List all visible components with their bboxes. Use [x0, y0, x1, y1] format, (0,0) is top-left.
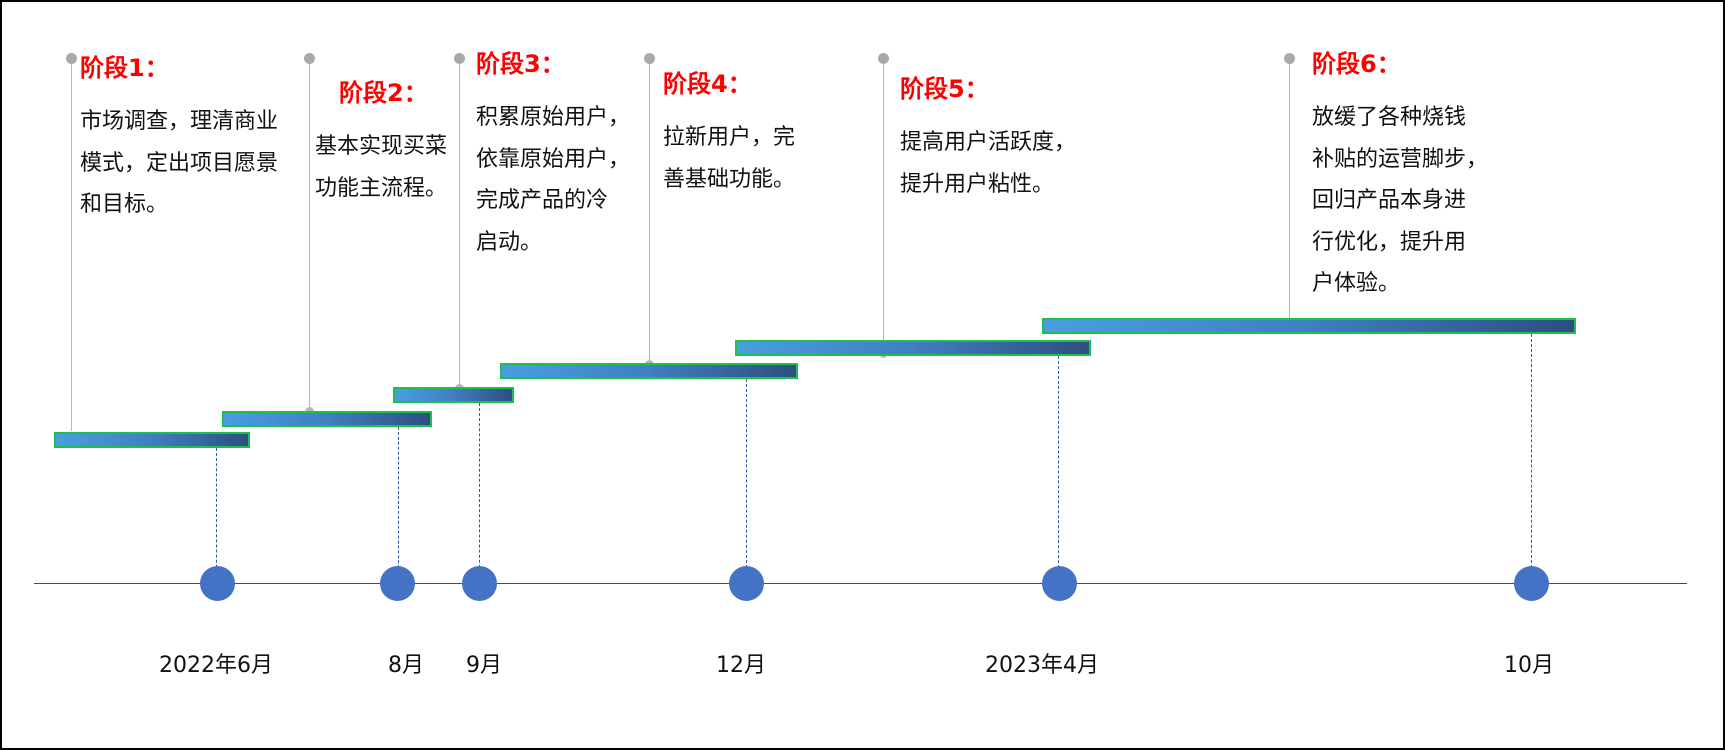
stage-4-stem-dot	[644, 53, 655, 64]
stage-6-line: 放缓了各种烧钱	[1312, 105, 1467, 130]
stage-5-title: 阶段5：	[900, 75, 989, 103]
stage-3-line: 依靠原始用户，	[476, 146, 631, 172]
stage-2-description: 基本实现买菜 功能主流程。	[315, 126, 447, 209]
stage-1-title: 阶段1：	[80, 54, 169, 82]
milestone-3-connector	[479, 403, 480, 583]
stage-4-stem	[649, 58, 650, 365]
stage-4-title: 阶段4：	[663, 70, 752, 98]
stage-2-line: 功能主流程。	[315, 175, 448, 201]
stage-1-stem-dot	[66, 53, 77, 64]
stage-6-line: 补贴的运营脚步，	[1312, 146, 1489, 172]
stage-3-line: 完成产品的冷	[476, 188, 609, 213]
milestone-2-dot	[380, 566, 415, 601]
milestone-5-connector	[1058, 356, 1059, 583]
stage-3-description: 积累原始用户， 依靠原始用户， 完成产品的冷 启动。	[476, 97, 630, 263]
milestone-2-date: 8月	[388, 653, 424, 678]
stage-2-stem	[309, 58, 310, 412]
milestone-3-date: 9月	[466, 653, 502, 678]
stage-3-stem-dot	[454, 53, 465, 64]
milestone-4-date: 12月	[716, 653, 766, 678]
milestone-1-date: 2022年6月	[159, 653, 273, 678]
stage-3-line: 积累原始用户，	[476, 105, 631, 130]
milestone-4-dot	[729, 566, 764, 601]
stage-5-stem	[883, 58, 884, 354]
stage-1-description: 市场调查，理清商业 模式，定出项目愿景 和目标。	[80, 101, 278, 226]
stage-4-description: 拉新用户，完 善基础功能。	[663, 117, 795, 200]
stage-5-line: 提升用户粘性。	[900, 171, 1055, 197]
stage-5-duration-bar	[735, 340, 1091, 356]
stage-1-duration-bar	[54, 432, 250, 448]
stage-2-title: 阶段2：	[339, 79, 428, 107]
stage-5-description: 提高用户活跃度， 提升用户粘性。	[900, 122, 1076, 205]
milestone-3-dot	[462, 566, 497, 601]
stage-6-line: 回归产品本身进	[1312, 188, 1467, 213]
milestone-6-connector	[1531, 334, 1532, 583]
stage-3-title: 阶段3：	[476, 50, 565, 78]
stage-6-duration-bar	[1042, 318, 1576, 334]
stage-6-line: 户体验。	[1312, 271, 1401, 296]
milestone-1-connector	[216, 448, 217, 583]
milestone-6-date: 10月	[1504, 653, 1554, 678]
stage-6-stem-dot	[1284, 53, 1295, 64]
milestone-6-dot	[1514, 566, 1549, 601]
stage-4-line: 拉新用户，完	[663, 125, 796, 150]
stage-5-stem-dot	[878, 53, 889, 64]
stage-2-duration-bar	[222, 411, 432, 427]
stage-2-line: 基本实现买菜	[315, 134, 448, 159]
milestone-5-date: 2023年4月	[985, 653, 1099, 678]
stage-3-stem	[459, 58, 460, 389]
stage-6-stem	[1289, 58, 1290, 320]
stage-1-stem	[71, 58, 72, 431]
stage-1-line: 和目标。	[80, 192, 169, 217]
stage-6-title: 阶段6：	[1312, 50, 1401, 78]
stage-2-stem-dot	[304, 53, 315, 64]
stage-1-line: 市场调查，理清商业	[80, 109, 279, 134]
stage-6-line: 行优化，提升用	[1312, 229, 1467, 255]
stage-4-duration-bar	[500, 363, 798, 379]
milestone-4-connector	[746, 379, 747, 583]
timeline-axis	[34, 583, 1687, 584]
stage-3-duration-bar	[393, 387, 514, 403]
stage-4-line: 善基础功能。	[663, 166, 796, 192]
stage-6-description: 放缓了各种烧钱 补贴的运营脚步， 回归产品本身进 行优化，提升用 户体验。	[1312, 97, 1488, 305]
milestone-5-dot	[1042, 566, 1077, 601]
stage-1-line: 模式，定出项目愿景	[80, 150, 279, 176]
milestone-1-dot	[200, 566, 235, 601]
stage-3-line: 启动。	[476, 229, 543, 255]
stage-5-line: 提高用户活跃度，	[900, 130, 1077, 155]
milestone-2-connector	[398, 427, 399, 583]
